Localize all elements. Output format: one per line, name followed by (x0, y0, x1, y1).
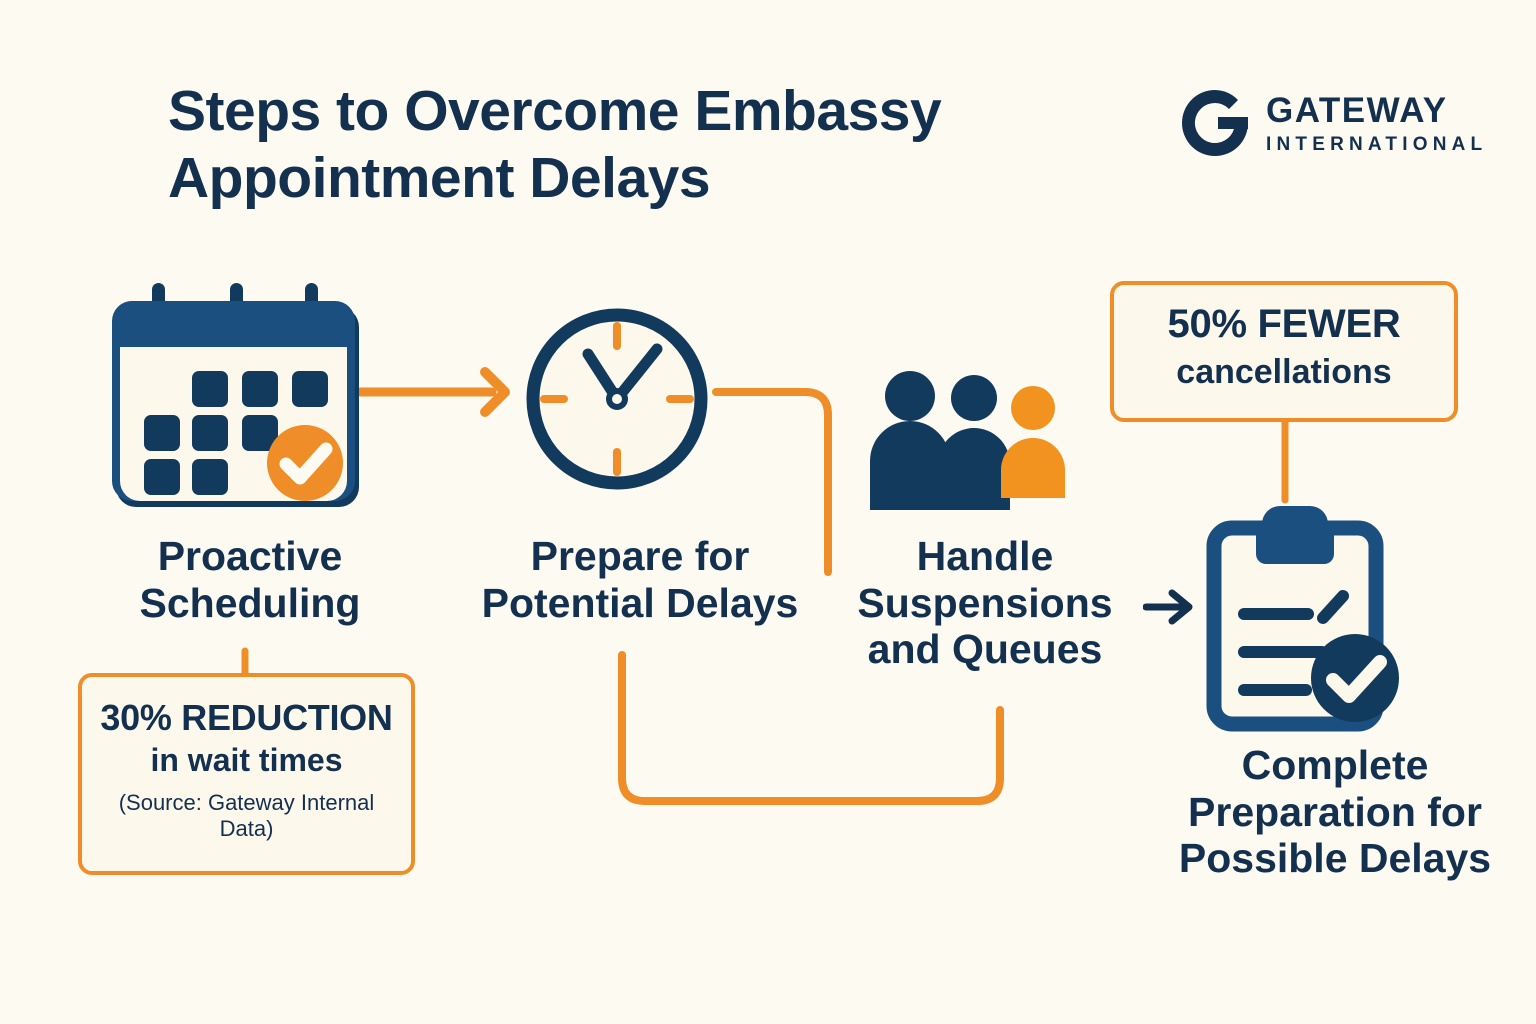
brand-logo: GATEWAY INTERNATIONAL (1178, 86, 1487, 160)
step-label-line: Possible Delays (1178, 835, 1492, 882)
logo-name: GATEWAY (1266, 90, 1448, 130)
page-title-line-1: Steps to Overcome Embassy (168, 79, 942, 143)
callout-source: (Source: Gateway Internal Data) (118, 789, 375, 842)
letter-g-mark-icon (1182, 90, 1248, 156)
step-label-complete-preparation: Complete Preparation for Possible Delays (1140, 742, 1530, 882)
step-label-line: Scheduling (139, 579, 361, 626)
step-label-line: Suspensions (857, 579, 1113, 626)
page-title-line-2: Appointment Delays (168, 146, 711, 211)
calendar-check-icon (100, 283, 365, 515)
step-label-prepare-delays: Prepare for Potential Delays (440, 533, 840, 626)
callout-detail: in wait times (150, 742, 343, 779)
callout-wait-time-reduction: 30% REDUCTION in wait times (Source: Gat… (78, 673, 415, 875)
callout-stat: 30% REDUCTION (100, 697, 393, 738)
logo-wordmark: GATEWAY INTERNATIONAL (1266, 93, 1487, 154)
clock-icon (520, 302, 714, 496)
step-label-line: Prepare for (530, 533, 750, 579)
step-label-proactive-scheduling: Proactive Scheduling (60, 533, 440, 626)
step-label-line: Preparation for (1188, 788, 1482, 835)
step-label-line: Potential Delays (481, 579, 799, 626)
callout-detail: cancellations (1176, 353, 1392, 392)
step-label-line: Proactive (157, 533, 343, 579)
step-label-line: Complete (1241, 742, 1429, 788)
page-title: Steps to Overcome Embassy Appointment De… (168, 78, 1128, 213)
logo-subtitle: INTERNATIONAL (1266, 133, 1488, 155)
step-label-handle-suspensions: Handle Suspensions and Queues (830, 533, 1140, 673)
clipboard-check-icon (1192, 500, 1418, 732)
step-label-line: Handle (916, 533, 1054, 579)
step-label-line: and Queues (867, 626, 1103, 673)
callout-fewer-cancellations: 50% FEWER cancellations (1110, 281, 1458, 422)
callout-stat: 50% FEWER (1167, 302, 1401, 346)
connector-u-route-icon (618, 651, 1004, 805)
people-group-icon (866, 368, 1080, 510)
arrow-right-navy-icon (1143, 589, 1193, 625)
connector-calendar-to-clock-icon (355, 367, 510, 417)
